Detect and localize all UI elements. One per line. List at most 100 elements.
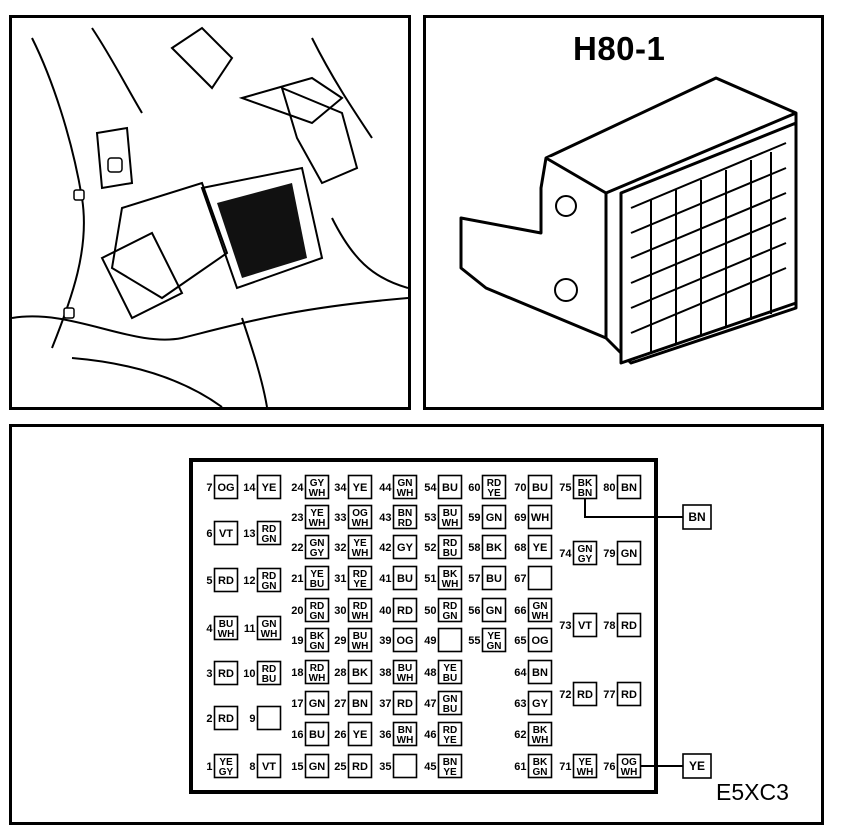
pin-number: 72 xyxy=(559,689,571,701)
wire-color: VT xyxy=(578,620,592,632)
pin-number: 42 xyxy=(379,542,391,554)
pin-box xyxy=(616,753,642,779)
wire-color-primary: RD xyxy=(310,601,324,612)
pin-box xyxy=(392,753,418,779)
wire-color: BU xyxy=(486,573,502,585)
wire-color-primary: YE xyxy=(443,663,457,674)
pin-number: 37 xyxy=(379,698,391,710)
wire-color-stripe: WH xyxy=(532,735,549,746)
pin-number: 5 xyxy=(206,575,212,587)
pin-box xyxy=(347,597,373,623)
pin-number: 68 xyxy=(514,542,526,554)
pin-number: 35 xyxy=(379,761,391,773)
pin-number: 58 xyxy=(468,542,480,554)
pin-box xyxy=(616,681,642,707)
pin-number: 34 xyxy=(334,482,347,494)
pin-box xyxy=(304,721,330,747)
wire-color-primary: YE xyxy=(310,508,324,519)
pin-box xyxy=(527,753,553,779)
wire-color-stripe: WH xyxy=(309,673,326,684)
pin-box xyxy=(213,660,239,686)
wire-color-stripe: BU xyxy=(443,704,457,715)
wire-color-stripe: GN xyxy=(262,581,277,592)
wire-color-primary: RD xyxy=(443,725,457,736)
pin-box xyxy=(437,721,463,747)
pin-number: 27 xyxy=(334,698,346,710)
wire-color: OG xyxy=(396,635,413,647)
pin-box xyxy=(213,615,239,641)
pin-number: 23 xyxy=(291,512,303,524)
pin-number: 63 xyxy=(514,698,526,710)
pin-number: 49 xyxy=(424,635,436,647)
wire-color-stripe: GY xyxy=(310,548,325,559)
wire-color: OG xyxy=(531,635,548,647)
connector-housing-illustration xyxy=(459,76,798,365)
external-label-box xyxy=(682,753,712,779)
wire-color-primary: RD xyxy=(353,569,367,580)
pin-number: 53 xyxy=(424,512,436,524)
pin-number: 62 xyxy=(514,729,526,741)
pin-box xyxy=(392,565,418,591)
pin-box xyxy=(527,565,553,591)
pin-number: 26 xyxy=(334,729,346,741)
wire-color-primary: RD xyxy=(310,663,324,674)
wire-color-primary: RD xyxy=(443,601,457,612)
pin-number: 10 xyxy=(243,668,255,680)
pin-number: 20 xyxy=(291,605,303,617)
wire-color-stripe: BU xyxy=(262,674,276,685)
wire-color-stripe: WH xyxy=(218,629,235,640)
wire-color-primary: RD xyxy=(262,571,276,582)
wire-color-stripe: WH xyxy=(442,579,459,590)
pin-number: 74 xyxy=(559,548,572,560)
wire-color-primary: GN xyxy=(443,694,458,705)
pin-box xyxy=(527,721,553,747)
pin-number: 59 xyxy=(468,512,480,524)
installation-view-panel xyxy=(9,15,411,410)
wire-color-stripe: YE xyxy=(443,735,457,746)
pin-number: 51 xyxy=(424,573,436,585)
wire-color: RD xyxy=(218,668,234,680)
pin-box xyxy=(392,597,418,623)
pin-number: 79 xyxy=(603,548,615,560)
pin-box xyxy=(527,504,553,530)
wire-color-stripe: WH xyxy=(397,673,414,684)
pin-number: 71 xyxy=(559,761,571,773)
wire-color-primary: OG xyxy=(621,757,637,768)
pin-box xyxy=(527,474,553,500)
pin-box xyxy=(347,565,373,591)
pin-number: 44 xyxy=(379,482,392,494)
pin-number: 29 xyxy=(334,635,346,647)
pin-number: 69 xyxy=(514,512,526,524)
pin-79: 79 GN xyxy=(603,540,642,566)
wire-color: GN xyxy=(621,548,638,560)
pin-box xyxy=(256,615,282,641)
pin-box xyxy=(304,534,330,560)
pin-67: 67 xyxy=(514,565,553,591)
pin-number: 57 xyxy=(468,573,480,585)
wire-color-primary: BK xyxy=(310,631,325,642)
pin-number: 76 xyxy=(603,761,615,773)
